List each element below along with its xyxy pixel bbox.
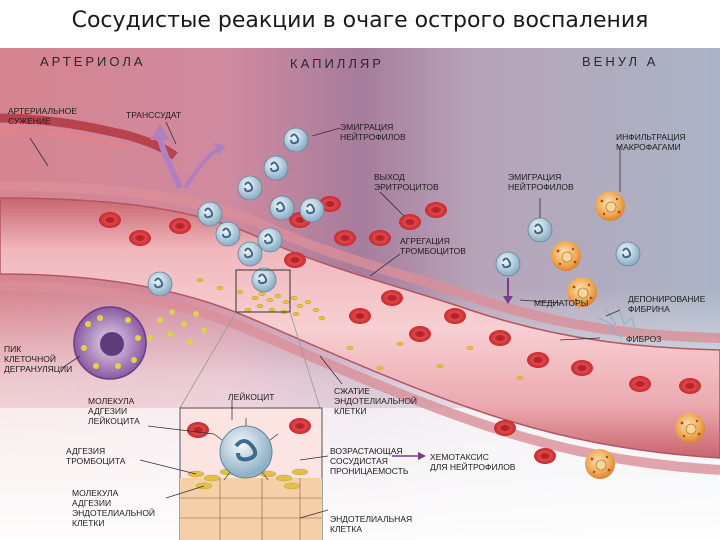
fibrin-strands: [597, 305, 637, 339]
label-vascular-permeability: ВОЗРАСТАЮЩАЯ СОСУДИСТАЯ ПРОНИЦАЕМОСТЬ: [330, 446, 409, 476]
zone-label-capillary: КАПИЛЛЯР: [290, 56, 384, 71]
label-neutrophil-emigration-right: ЭМИГРАЦИЯ НЕЙТРОФИЛОВ: [508, 172, 574, 192]
label-macrophage-infiltration: ИНФИЛЬТРАЦИЯ МАКРОФАГАМИ: [616, 132, 686, 152]
mast-cell: [73, 306, 147, 380]
zone-label-venule: ВЕНУЛ А: [582, 54, 659, 69]
label-platelet-adhesion: АДГЕЗИЯ ТРОМБОЦИТА: [66, 446, 126, 466]
label-mast-cell-degranulation: ПИК КЛЕТОЧНОЙ ДЕГРАНУЛЯЦИИ: [4, 344, 73, 374]
label-chemotaxis: ХЕМОТАКСИС ДЛЯ НЕЙТРОФИЛОВ: [430, 452, 516, 472]
label-fibrosis: ФИБРОЗ: [626, 334, 662, 344]
mediator-granules: [147, 309, 207, 345]
label-leukocyte-adhesion-molecule: МОЛЕКУЛА АДГЕЗИИ ЛЕЙКОЦИТА: [88, 396, 140, 426]
label-neutrophil-emigration-top: ЭМИГРАЦИЯ НЕЙТРОФИЛОВ: [340, 122, 406, 142]
label-endothelial-cell: ЭНДОТЕЛИАЛЬНАЯ КЛЕТКА: [330, 514, 413, 534]
label-leukocyte: ЛЕЙКОЦИТ: [228, 392, 275, 402]
label-endothelial-adhesion-molecule: МОЛЕКУЛА АДГЕЗИИ ЭНДОТЕЛИАЛЬНОЙ КЛЕТКИ: [72, 488, 156, 528]
label-mediators: МЕДИАТОРЫ: [534, 298, 589, 308]
label-arterial-narrowing: АРТЕРИАЛЬНОЕ СУЖЕНИЕ: [8, 106, 78, 126]
label-erythrocyte-exit: ВЫХОД ЭРИТРОЦИТОВ: [374, 172, 439, 192]
zone-label-arteriole: АРТЕРИОЛА: [40, 54, 146, 69]
label-fibrin-deposition: ДЕПОНИРОВАНИЕ ФИБРИНА: [628, 294, 706, 314]
label-transudate: ТРАНССУДАТ: [126, 110, 182, 120]
slide-title: Сосудистые реакции в очаге острого воспа…: [71, 8, 649, 33]
leader-lines: [29, 121, 621, 519]
label-platelet-aggregation: АГРЕГАЦИЯ ТРОМБОЦИТОВ: [400, 236, 466, 256]
inflammation-diagram: [0, 48, 720, 540]
label-endothelial-contraction: СЖАТИЕ ЭНДОТЕЛИАЛЬНОЙ КЛЕТКИ: [334, 386, 418, 416]
inset-detail: [179, 407, 323, 540]
